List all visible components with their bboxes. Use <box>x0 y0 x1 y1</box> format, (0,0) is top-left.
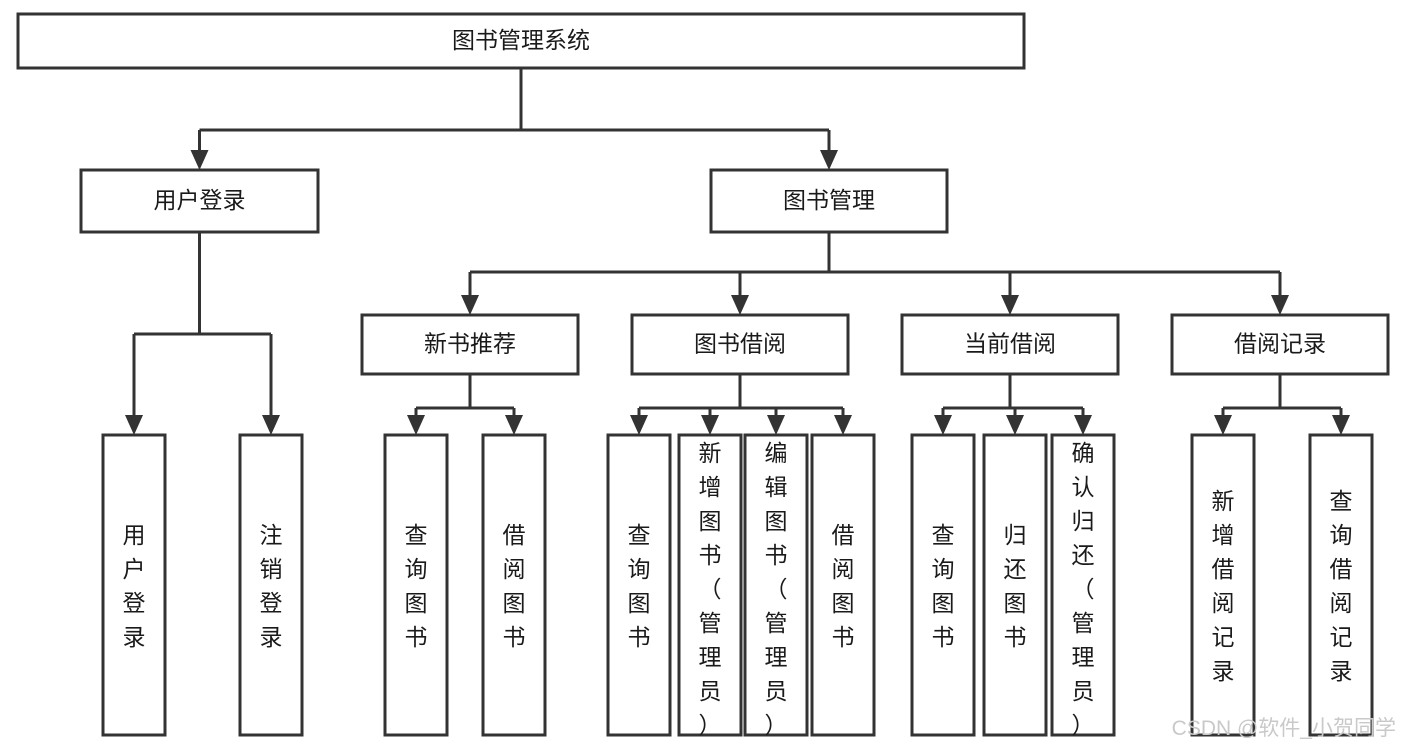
node-box-borrow-records <box>1170 313 1390 376</box>
node-box-leaf-logout <box>238 433 304 737</box>
node-box-leaf-add-borrow-record <box>1190 433 1256 737</box>
arrow-head-book-management <box>820 150 838 170</box>
arrow-head-leaf-query-book-recommend <box>407 415 425 435</box>
arrow-head-leaf-borrow-book <box>834 415 852 435</box>
node-box-leaf-add-book <box>677 433 743 737</box>
node-box-new-book-recommend <box>360 313 580 376</box>
node-borrow-records[interactable]: 借阅记录 <box>1170 313 1390 376</box>
node-box-leaf-query-book-recommend <box>383 433 449 737</box>
node-label-book-management: 图书管理 <box>783 187 875 213</box>
node-leaf-logout[interactable]: 注销登录 <box>238 433 304 737</box>
node-book-management[interactable]: 图书管理 <box>709 168 949 234</box>
arrow-head-new-book-recommend <box>461 295 479 315</box>
node-leaf-add-book[interactable]: 新增图书（管理员） <box>677 433 743 738</box>
arrow-head-leaf-add-book <box>701 415 719 435</box>
node-box-book-borrow <box>630 313 850 376</box>
node-label-leaf-query-book-recommend: 查询图书 <box>405 522 428 650</box>
node-label-leaf-logout: 注销登录 <box>260 522 283 650</box>
csdn-watermark: CSDN @软件_小贺同学 <box>1172 717 1396 740</box>
node-box-leaf-query-book-current <box>910 433 976 737</box>
arrow-head-leaf-query-book-current <box>934 415 952 435</box>
node-box-leaf-confirm-return <box>1050 433 1116 737</box>
node-label-leaf-return-book: 归还图书 <box>1004 522 1027 650</box>
node-label-leaf-user-login: 用户登录 <box>123 522 146 650</box>
node-box-leaf-user-login <box>101 433 167 737</box>
node-leaf-query-book-borrow[interactable]: 查询图书 <box>606 433 672 737</box>
node-label-user-login: 用户登录 <box>154 187 246 213</box>
node-leaf-borrow-book[interactable]: 借阅图书 <box>810 433 876 737</box>
arrow-head-leaf-query-borrow-record <box>1332 415 1350 435</box>
node-label-leaf-add-borrow-record: 新增借阅记录 <box>1212 488 1235 684</box>
arrow-head-book-borrow <box>731 295 749 315</box>
arrow-head-leaf-user-login <box>125 415 143 435</box>
arrow-head-leaf-confirm-return <box>1074 415 1092 435</box>
node-box-root <box>16 12 1026 70</box>
arrow-head-leaf-query-book-borrow <box>630 415 648 435</box>
arrow-head-leaf-add-borrow-record <box>1214 415 1232 435</box>
node-box-leaf-borrow-book <box>810 433 876 737</box>
node-box-leaf-query-book-borrow <box>606 433 672 737</box>
node-leaf-add-borrow-record[interactable]: 新增借阅记录 <box>1190 433 1256 737</box>
node-label-leaf-confirm-return: 确认归还（管理员） <box>1072 440 1095 738</box>
node-box-leaf-edit-book <box>743 433 809 737</box>
node-leaf-confirm-return[interactable]: 确认归还（管理员） <box>1050 433 1116 738</box>
node-current-borrow[interactable]: 当前借阅 <box>900 313 1120 376</box>
node-leaf-edit-book[interactable]: 编辑图书（管理员） <box>743 433 809 738</box>
node-label-leaf-add-book: 新增图书（管理员） <box>699 440 722 738</box>
arrow-head-borrow-records <box>1271 295 1289 315</box>
node-leaf-return-book[interactable]: 归还图书 <box>982 433 1048 737</box>
node-label-leaf-query-book-borrow: 查询图书 <box>628 522 651 650</box>
node-leaf-query-book-current[interactable]: 查询图书 <box>910 433 976 737</box>
node-book-borrow[interactable]: 图书借阅 <box>630 313 850 376</box>
node-label-leaf-borrow-book-recommend: 借阅图书 <box>503 522 526 650</box>
node-label-leaf-query-borrow-record: 查询借阅记录 <box>1330 488 1353 684</box>
node-label-leaf-edit-book: 编辑图书（管理员） <box>765 440 788 738</box>
node-label-new-book-recommend: 新书推荐 <box>424 331 516 357</box>
connector-layer <box>125 68 1350 435</box>
node-box-leaf-query-borrow-record <box>1308 433 1374 737</box>
node-leaf-user-login[interactable]: 用户登录 <box>101 433 167 737</box>
node-label-borrow-records: 借阅记录 <box>1234 331 1326 357</box>
node-box-leaf-borrow-book-recommend <box>481 433 547 737</box>
arrow-head-user-login <box>190 150 209 170</box>
node-label-current-borrow: 当前借阅 <box>964 331 1056 357</box>
arrow-head-leaf-borrow-book-recommend <box>505 415 523 435</box>
arrow-head-leaf-logout <box>262 415 280 435</box>
node-leaf-query-book-recommend[interactable]: 查询图书 <box>383 433 449 737</box>
node-box-leaf-return-book <box>982 433 1048 737</box>
node-root[interactable]: 图书管理系统 <box>16 12 1026 70</box>
node-label-root: 图书管理系统 <box>452 27 590 53</box>
node-label-book-borrow: 图书借阅 <box>694 331 786 357</box>
node-label-leaf-borrow-book: 借阅图书 <box>832 522 855 650</box>
node-box-book-management <box>709 168 949 234</box>
node-leaf-borrow-book-recommend[interactable]: 借阅图书 <box>481 433 547 737</box>
node-box-user-login <box>79 168 320 234</box>
arrow-head-leaf-return-book <box>1006 415 1024 435</box>
node-new-book-recommend[interactable]: 新书推荐 <box>360 313 580 376</box>
node-user-login[interactable]: 用户登录 <box>79 168 320 234</box>
arrow-head-current-borrow <box>1001 295 1019 315</box>
node-box-current-borrow <box>900 313 1120 376</box>
node-layer: 图书管理系统用户登录图书管理新书推荐图书借阅当前借阅借阅记录用户登录注销登录查询… <box>16 12 1390 738</box>
node-label-leaf-query-book-current: 查询图书 <box>932 522 955 650</box>
node-leaf-query-borrow-record[interactable]: 查询借阅记录 <box>1308 433 1374 737</box>
arrow-head-leaf-edit-book <box>767 415 785 435</box>
